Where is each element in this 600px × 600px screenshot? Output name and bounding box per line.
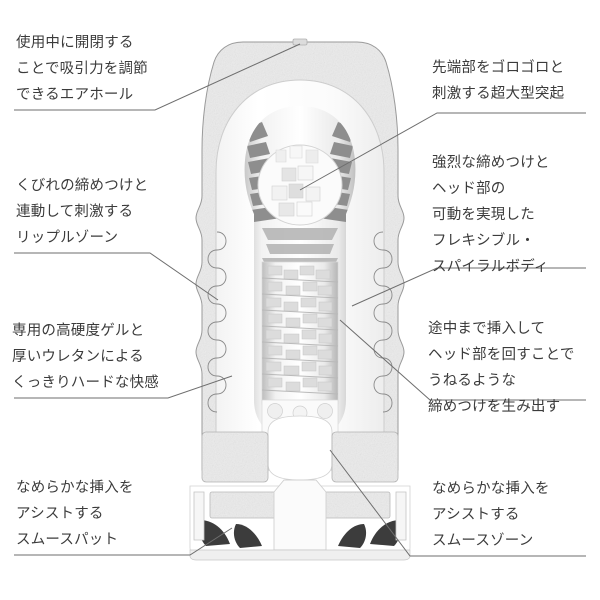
leader-flexible-spiral bbox=[351, 267, 586, 307]
leader-ripple-zone bbox=[14, 252, 219, 301]
leader-smooth-zone bbox=[329, 449, 586, 557]
large-protrusion-bulb bbox=[257, 144, 343, 226]
leader-air-hole bbox=[14, 43, 301, 111]
leader-twist-tightening bbox=[339, 319, 586, 401]
leader-hard-gel bbox=[14, 375, 233, 399]
callout-large-protrusion: 先端部をゴロゴロと 刺激する超大型突起 bbox=[432, 60, 565, 102]
lower-bulb bbox=[267, 415, 333, 481]
callout-smooth-pat: なめらかな挿入を アシストする スムースパット bbox=[16, 480, 134, 548]
callout-ripple-zone: くびれの締めつけと 連動して刺激する リップルゾーン bbox=[16, 178, 149, 246]
spiral-steps bbox=[265, 265, 333, 392]
spiral-body-core bbox=[261, 261, 339, 405]
callout-twist-tightening: 途中まで挿入して ヘッド部を回すことで うねるような 締めつけを生み出す bbox=[428, 321, 575, 415]
callout-smooth-zone: なめらかな挿入を アシストする スムースゾーン bbox=[432, 481, 550, 549]
callout-flexible-spiral: 強烈な締めつけと ヘッド部の 可動を実現した フレキシブル・ スパイラルボディ bbox=[432, 155, 550, 275]
air-hole-notch bbox=[292, 38, 308, 46]
leader-large-protrusion bbox=[299, 112, 586, 191]
base-assembly bbox=[189, 431, 411, 561]
callout-hard-gel: 専用の高硬度ゲルと 厚いウレタンによる くっきりハードな快感 bbox=[12, 323, 159, 391]
ripple-zone-wall bbox=[207, 231, 393, 413]
leader-smooth-pat bbox=[14, 527, 233, 556]
callout-air-hole: 使用中に開閉する ことで吸引力を調節 できるエアホール bbox=[16, 35, 148, 103]
base-shadow-cavities bbox=[199, 520, 401, 548]
